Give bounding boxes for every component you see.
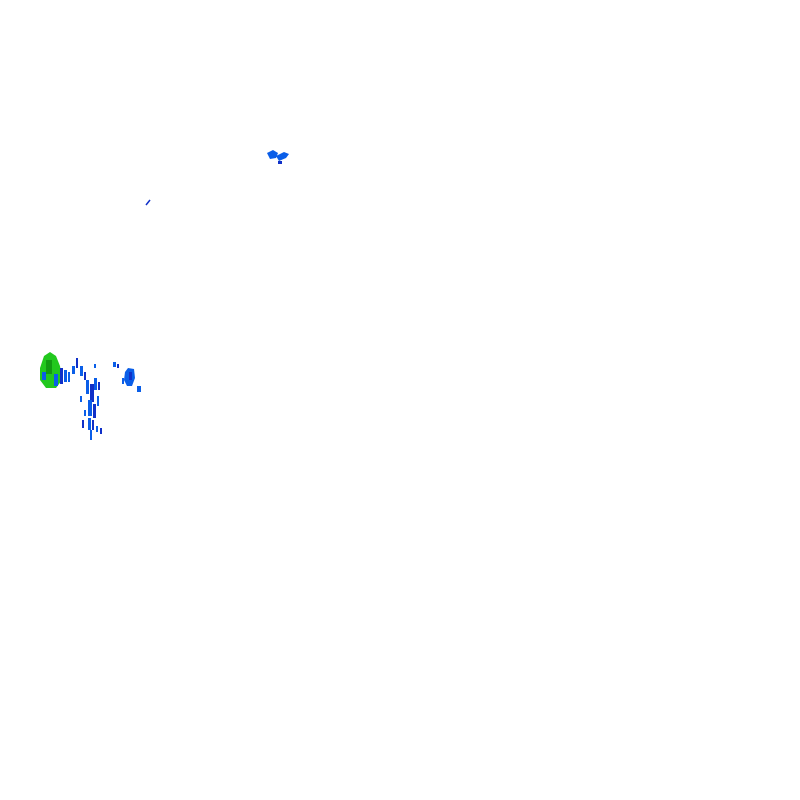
echo-cell [93,404,96,418]
echo-cell [86,380,89,394]
echo-cell [117,364,119,368]
echo-cell [129,372,132,380]
echo-core [46,360,52,374]
echo-cell [80,396,82,402]
echo-cell [80,366,83,376]
echo-cell [84,372,86,380]
echo-cell [122,378,124,384]
echo-streak [145,199,151,206]
echo-cell [88,418,91,430]
echo-cell [98,382,100,390]
echo-cluster-north [267,150,289,164]
echo-cell [137,386,141,392]
echo-cell [145,199,151,206]
echo-cell [90,384,94,402]
echo-cell [278,161,282,164]
echo-cell [92,420,94,430]
echo-cell [94,364,96,368]
echo-cell [97,396,99,406]
echo-cell [88,400,92,416]
echo-cell [96,426,98,432]
echo-cell [100,428,102,434]
echo-cell [42,372,46,380]
echo-cell [276,152,289,161]
echo-cell [113,362,116,367]
echo-cell [68,372,70,382]
echo-band-south [80,378,102,440]
echo-cell [60,368,63,384]
echo-cell [90,430,92,440]
echo-cell [76,358,78,368]
echo-cell [54,374,58,386]
echo-cell [84,410,86,416]
echo-cell [82,420,84,428]
echo-cluster-west [40,352,96,388]
echo-cell [64,370,67,382]
echo-cell [94,378,97,390]
echo-cell [72,366,75,374]
echo-cell [267,150,278,159]
echo-cluster-east [113,362,141,392]
